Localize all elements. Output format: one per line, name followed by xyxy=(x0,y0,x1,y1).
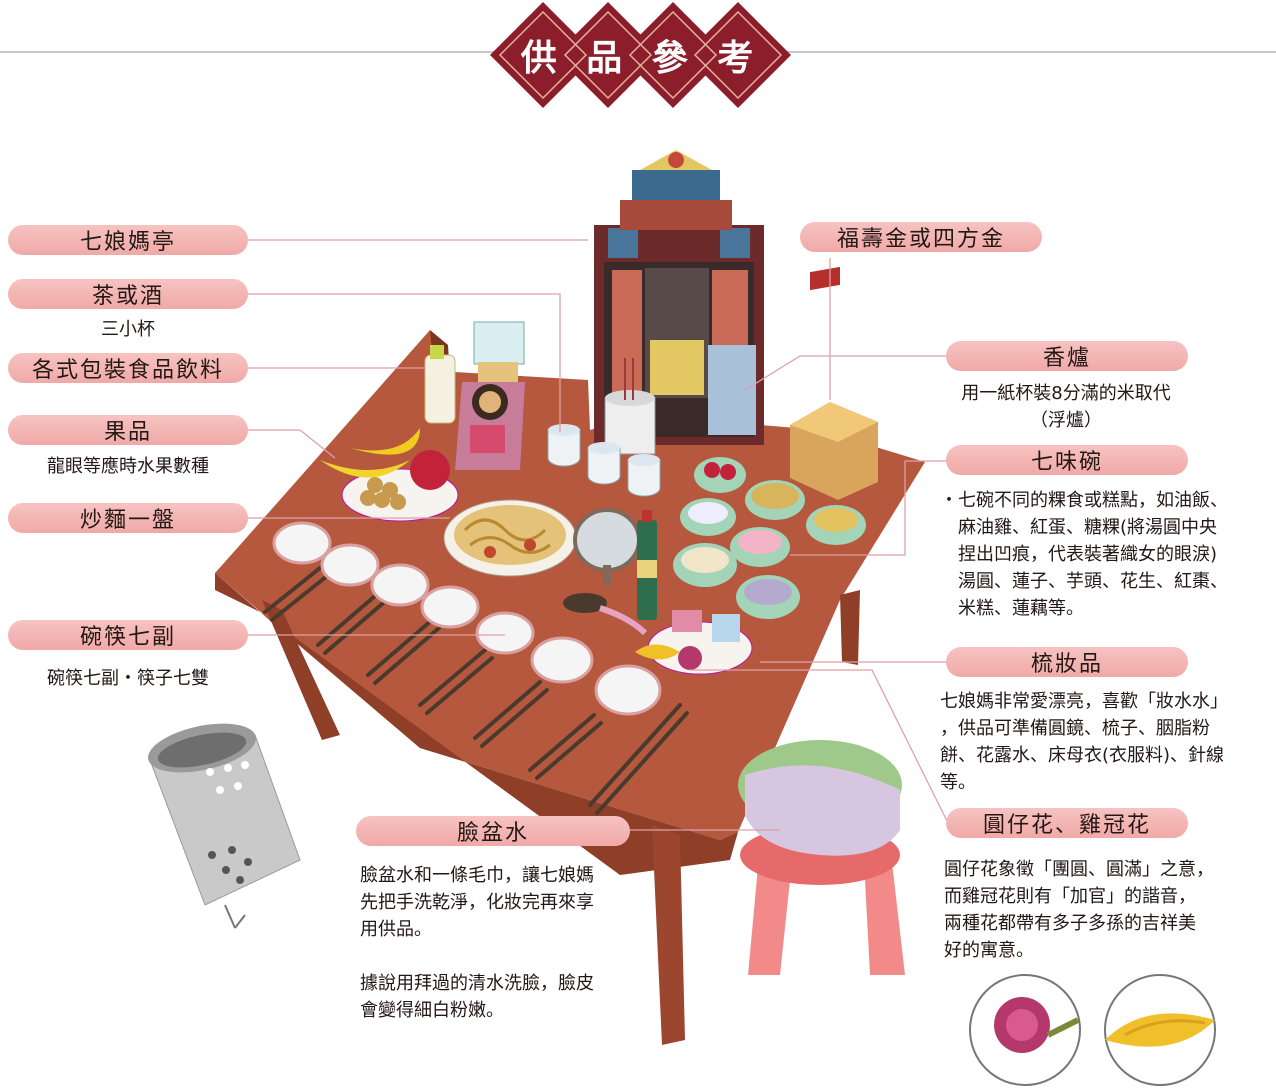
desc-cosmetics: 七娘媽非常愛漂亮，喜歡「妝水水」 ，供品可準備圓鏡、梳子、胭脂粉 餅、花露水、床… xyxy=(940,688,1272,796)
desc-fruit: 龍眼等應時水果數種 xyxy=(47,456,209,477)
desc-line: 餅、花露水、床母衣(衣服料)、針線 xyxy=(940,745,1225,766)
joss-paper-art xyxy=(790,266,878,500)
qiniang-pavilion-art xyxy=(594,150,764,445)
flower-samples-art xyxy=(969,974,1216,1086)
fruit-plate-art xyxy=(320,428,459,522)
desc-incense-burner: 用一紙杯裝8分滿的米取代 （浮爐） xyxy=(930,380,1202,434)
desc-line: 用供品。 xyxy=(360,919,432,940)
washbasin-stool-art xyxy=(738,740,905,975)
label-tea-or-wine: 茶或酒 xyxy=(8,279,248,309)
label-packaged-food: 各式包裝食品飲料 xyxy=(8,353,248,383)
desc-line: 等。 xyxy=(940,772,976,793)
fried-noodles-art xyxy=(443,499,577,577)
cosmetics-plate-art xyxy=(635,610,753,675)
title-char: 考 xyxy=(717,37,758,79)
title-char: 參 xyxy=(651,37,692,79)
desc-seven-bowls: ・七碗不同的粿食或糕點，如油飯、 麻油雞、紅蛋、糖粿(將湯圓中央 捏出凹痕，代表… xyxy=(940,487,1272,622)
offering-table xyxy=(215,330,925,1045)
label-washbasin: 臉盆水 xyxy=(356,816,630,846)
desc-line: （浮爐） xyxy=(1030,410,1102,431)
label-incense-burner: 香爐 xyxy=(946,341,1188,371)
desc-line: 圓仔花象徵「團圓、圓滿」之意， xyxy=(944,859,1214,880)
desc-line: 用一紙杯裝8分滿的米取代 xyxy=(961,383,1171,404)
label-joss-paper: 福壽金或四方金 xyxy=(800,222,1042,252)
label-bowls-chopsticks: 碗筷七副 xyxy=(8,620,248,650)
desc-line: ，供品可準備圓鏡、梳子、胭脂粉 xyxy=(940,718,1210,739)
label-qiniang-pavilion: 七娘媽亭 xyxy=(8,225,248,255)
desc-tea-or-wine: 三小杯 xyxy=(101,319,155,340)
desc-line: 兩種花都帶有多子多孫的吉祥美 xyxy=(944,913,1196,934)
desc-line: 七娘媽非常愛漂亮，喜歡「妝水水」 xyxy=(940,691,1228,712)
packaged-drinks-art xyxy=(424,321,525,424)
label-fruit: 果品 xyxy=(8,415,248,445)
metal-burner-art xyxy=(148,723,301,929)
label-cosmetics: 梳妝品 xyxy=(946,647,1188,677)
mirror-comb-bottle-art xyxy=(563,508,657,636)
tea-cups-art xyxy=(547,424,661,497)
desc-line: 好的寓意。 xyxy=(944,940,1034,961)
desc-line: ・七碗不同的粿食或糕點，如油飯、 xyxy=(940,490,1228,511)
rice-bowls-chopsticks-art xyxy=(263,521,689,815)
desc-line: 米糕、蓮藕等。 xyxy=(940,598,1084,619)
title-char: 供 xyxy=(520,37,561,79)
desc-line: 而雞冠花則有「加官」的諧音， xyxy=(944,886,1196,907)
title-banner xyxy=(490,2,791,108)
label-fried-noodles: 炒麵一盤 xyxy=(8,503,248,533)
desc-line: 會變得細白粉嫩。 xyxy=(360,1000,504,1021)
label-seven-bowls: 七味碗 xyxy=(946,445,1188,475)
desc-line: 先把手洗乾淨，化妝完再來享 xyxy=(360,892,594,913)
desc-line: 據說用拜過的清水洗臉，臉皮 xyxy=(360,973,594,994)
label-flowers: 圓仔花、雞冠花 xyxy=(946,808,1188,838)
desc-bowls-chopsticks: 碗筷七副・筷子七雙 xyxy=(47,668,209,689)
title-char: 品 xyxy=(586,37,627,79)
desc-washbasin: 臉盆水和一條毛巾，讓七娘媽 先把手洗乾淨，化妝完再來享 用供品。 據說用拜過的清… xyxy=(360,862,660,1024)
desc-flowers: 圓仔花象徵「團圓、圓滿」之意， 而雞冠花則有「加官」的諧音， 兩種花都帶有多子多… xyxy=(944,856,1274,964)
page-title: 供 品 參 考 xyxy=(508,30,770,80)
desc-line: 湯圓、蓮子、芋頭、花生、紅棗、 xyxy=(940,571,1228,592)
rouge-box-art xyxy=(455,382,525,470)
desc-line xyxy=(360,943,660,970)
desc-line: 麻油雞、紅蛋、糖粿(將湯圓中央 xyxy=(940,517,1218,538)
desc-line: 臉盆水和一條毛巾，讓七娘媽 xyxy=(360,865,594,886)
leader-lines xyxy=(248,239,949,831)
desc-line: 捏出凹痕，代表裝著織女的眼淚) xyxy=(940,544,1218,565)
seven-dessert-bowls-art xyxy=(673,457,866,619)
